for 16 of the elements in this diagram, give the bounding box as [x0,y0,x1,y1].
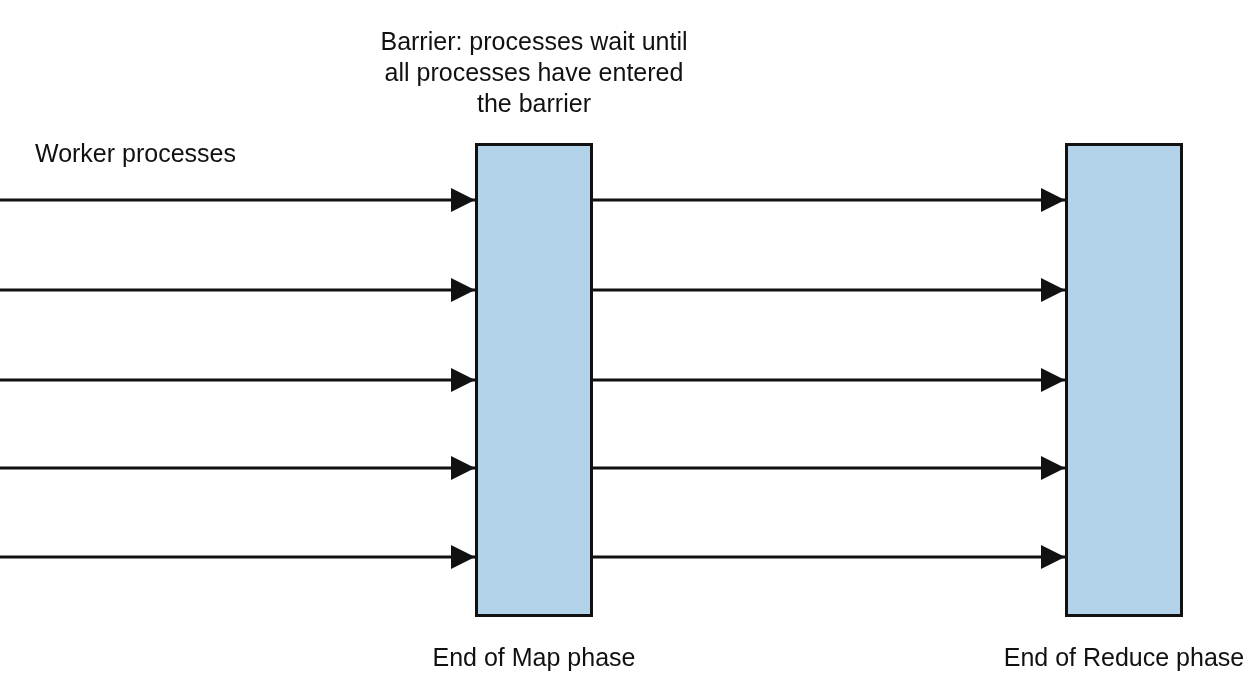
label: Worker processes [35,138,236,169]
arrow [593,368,1065,392]
arrow [0,545,475,569]
arrow [0,368,475,392]
phase-label: End of Map phase [431,642,637,673]
phase-bar [475,143,593,617]
phase-label: End of Reduce phase [1002,642,1246,673]
barrier-note: Barrier: processes wait until all processes have entered the barrier [379,26,689,119]
arrow [593,456,1065,480]
arrow [593,188,1065,212]
arrow [593,545,1065,569]
arrow [0,278,475,302]
arrow [0,188,475,212]
arrow [593,278,1065,302]
phase-bar [1065,143,1183,617]
arrow [0,456,475,480]
